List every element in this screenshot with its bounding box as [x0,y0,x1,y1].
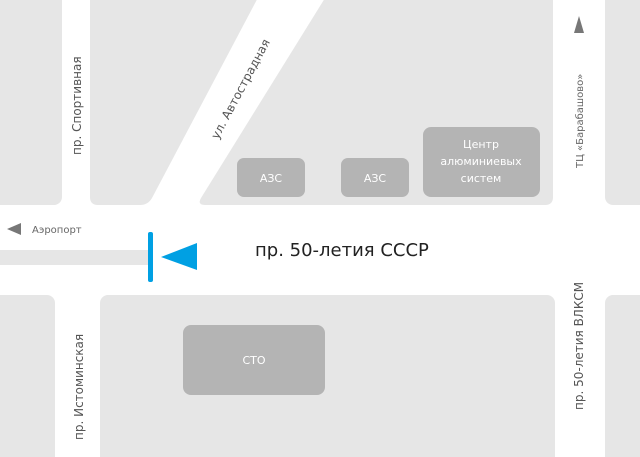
center-label-3: систем [461,172,502,185]
airport-direction-label: Аэропорт [32,225,82,236]
street-sportivnaya-label: пр. Спортивная [70,56,84,155]
block-top-left [0,0,62,205]
sto-label: СТО [242,354,265,367]
block-bottom-right [605,295,640,457]
azs-2-label: АЗС [364,172,387,185]
arrow-up-icon [574,16,584,33]
location-marker-arrow-icon [161,243,197,270]
azs-1-label: АЗС [260,172,283,185]
mall-direction-label: ТЦ «Барабашово» [575,74,586,169]
center-label-2: алюминиевых [440,155,522,168]
building-azs-1: АЗС [237,158,305,197]
airport-road [0,250,150,265]
block-far-right-top [605,0,640,205]
building-azs-2: АЗС [341,158,409,197]
street-vlksm-label: пр. 50-летия ВЛКСМ [572,282,586,410]
center-label-1: Центр [463,138,499,151]
block-bottom-left [0,295,55,457]
building-aluminium-center: Центр алюминиевых систем [423,127,540,197]
block-top-middle [90,0,257,205]
block-bottom-middle [100,295,555,457]
street-istominskaya-label: пр. Истоминская [72,334,86,440]
street-main-label: пр. 50-летия СССР [255,240,429,261]
location-marker-bar [148,232,153,282]
building-sto: СТО [183,325,325,395]
arrow-left-icon [7,223,21,235]
